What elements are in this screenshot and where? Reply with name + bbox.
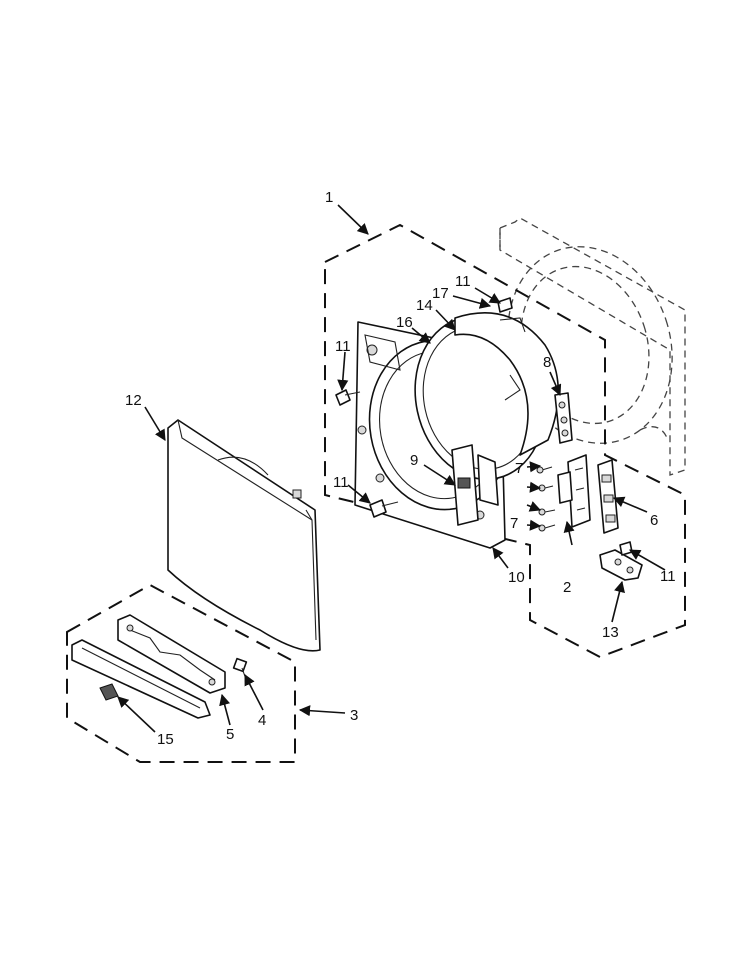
callout-15: 15 <box>157 731 174 748</box>
screw-11-right <box>619 541 633 556</box>
callout-11-lower: 11 <box>333 474 349 491</box>
callout-1: 1 <box>325 189 333 206</box>
callout-16: 16 <box>396 314 413 331</box>
top-panel <box>167 419 321 652</box>
console-bracket <box>117 614 226 694</box>
callout-2: 2 <box>563 579 571 596</box>
callout-11-top: 11 <box>455 273 471 290</box>
cabinet-ghost <box>499 217 686 476</box>
callout-7-lower: 7 <box>510 515 518 532</box>
callout-4: 4 <box>258 712 266 729</box>
strike-bracket <box>599 549 643 581</box>
hinge-cover <box>597 459 619 534</box>
callout-8: 8 <box>543 354 551 371</box>
latch-plate <box>451 444 499 526</box>
screws-7 <box>536 466 556 532</box>
console-button <box>232 657 249 686</box>
callout-13: 13 <box>602 624 619 641</box>
callout-17: 17 <box>432 285 449 302</box>
screw-11-lower <box>369 499 399 518</box>
callout-6: 6 <box>650 512 658 529</box>
callout-7-upper: 7 <box>515 460 523 477</box>
callout-11-left: 11 <box>335 338 351 355</box>
drum-front-ring <box>454 312 560 456</box>
leader-lines <box>117 204 666 733</box>
callout-labels: 1 2 3 4 5 6 7 7 8 9 10 11 11 11 11 12 13… <box>125 189 676 748</box>
screw-11-left <box>335 389 361 406</box>
hinge-bracket <box>554 392 573 444</box>
callout-11-right: 11 <box>660 568 676 585</box>
callout-5: 5 <box>226 726 234 743</box>
callout-9: 9 <box>410 452 418 469</box>
callout-10: 10 <box>508 569 525 586</box>
console-switch <box>99 683 119 701</box>
callout-14: 14 <box>416 297 433 314</box>
callout-3: 3 <box>350 707 358 724</box>
door-hinge <box>557 454 591 528</box>
console-trim <box>71 639 211 719</box>
callout-12: 12 <box>125 392 142 409</box>
screw-11-upper <box>497 297 513 313</box>
